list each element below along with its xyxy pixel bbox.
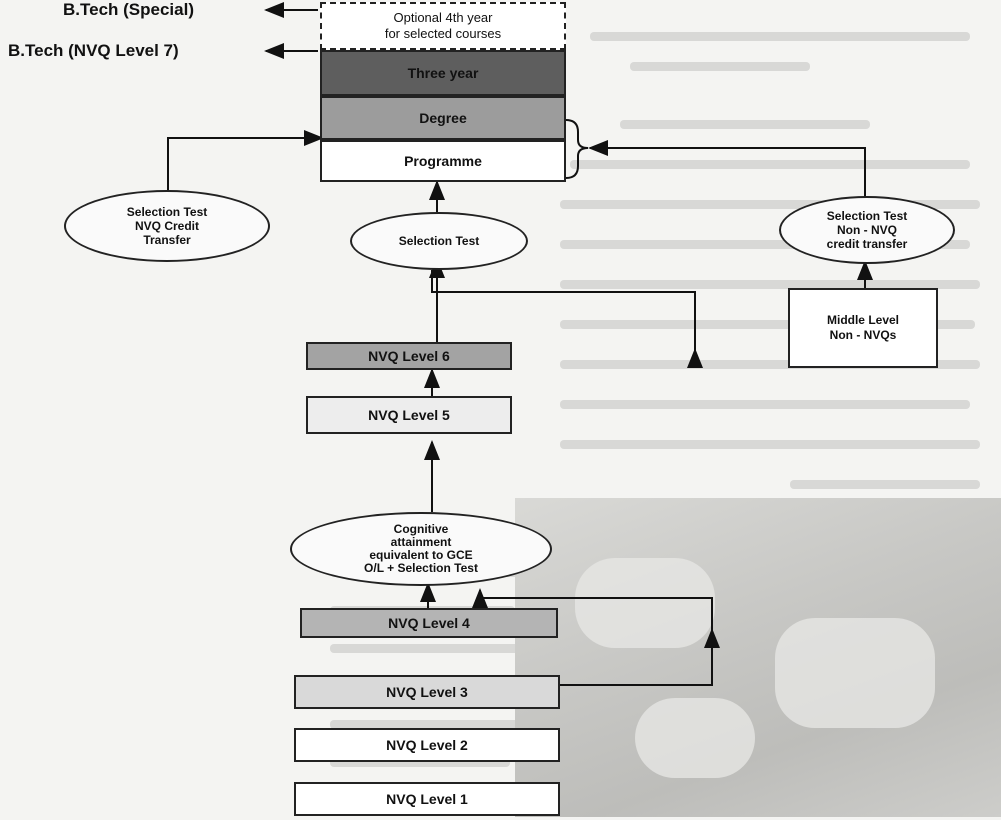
optional-4th-year-box: Optional 4th year for selected courses [320,2,566,50]
nvq-level-2-box: NVQ Level 2 [294,728,560,762]
selection-test-nvq-credit-transfer: Selection Test NVQ Credit Transfer [64,190,270,262]
programme-box: Programme [320,140,566,182]
nvq-level-4-label: NVQ Level 4 [388,615,470,631]
cognitive-line-4: O/L + Selection Test [364,561,478,575]
nvq-level-2-label: NVQ Level 2 [386,737,468,753]
nvq-level-3-label: NVQ Level 3 [386,684,468,700]
programme-label: Programme [404,153,482,169]
nvq-level-1-label: NVQ Level 1 [386,791,468,807]
title-btech-special: B.Tech (Special) [63,0,194,19]
middle-level-non-nvqs-box: Middle Level Non - NVQs [788,288,938,368]
right-ellipse-line-3: credit transfer [826,237,908,251]
right-ellipse-line-2: Non - NVQ [837,223,897,237]
title-btech-nvq7: B.Tech (NVQ Level 7) [8,41,179,60]
optional-line-1: Optional 4th year [393,10,493,25]
left-ellipse-line-2: NVQ Credit [134,219,199,233]
middle-level-line-2: Non - NVQs [829,328,897,342]
nvq-level-5-box: NVQ Level 5 [306,396,512,434]
right-ellipse-line-1: Selection Test [826,209,908,223]
center-ellipse-label: Selection Test [398,234,480,248]
nvq-level-4-box: NVQ Level 4 [300,608,558,638]
left-ellipse-line-3: Transfer [143,233,191,247]
degree-label: Degree [419,110,467,126]
nvq-level-6-box: NVQ Level 6 [306,342,512,370]
cognitive-line-2: attainment [390,535,452,549]
cognitive-line-3: equivalent to GCE [369,548,473,562]
nvq-level-3-box: NVQ Level 3 [294,675,560,709]
middle-level-line-1: Middle Level [826,313,900,327]
cognitive-attainment-ellipse: Cognitive attainment equivalent to GCE O… [290,512,552,586]
nvq-level-1-box: NVQ Level 1 [294,782,560,816]
left-ellipse-line-1: Selection Test [126,205,208,219]
selection-test-non-nvq-credit-transfer: Selection Test Non - NVQ credit transfer [779,196,955,264]
background-photo [515,498,1001,817]
selection-test-center: Selection Test [350,212,528,270]
cognitive-line-1: Cognitive [393,522,449,536]
nvq-level-5-label: NVQ Level 5 [368,407,450,423]
three-year-label: Three year [407,65,479,81]
nvq-level-6-label: NVQ Level 6 [368,348,450,364]
three-year-box: Three year [320,50,566,96]
background-text-block [560,20,1000,490]
degree-box: Degree [320,96,566,140]
optional-line-2: for selected courses [384,26,502,41]
